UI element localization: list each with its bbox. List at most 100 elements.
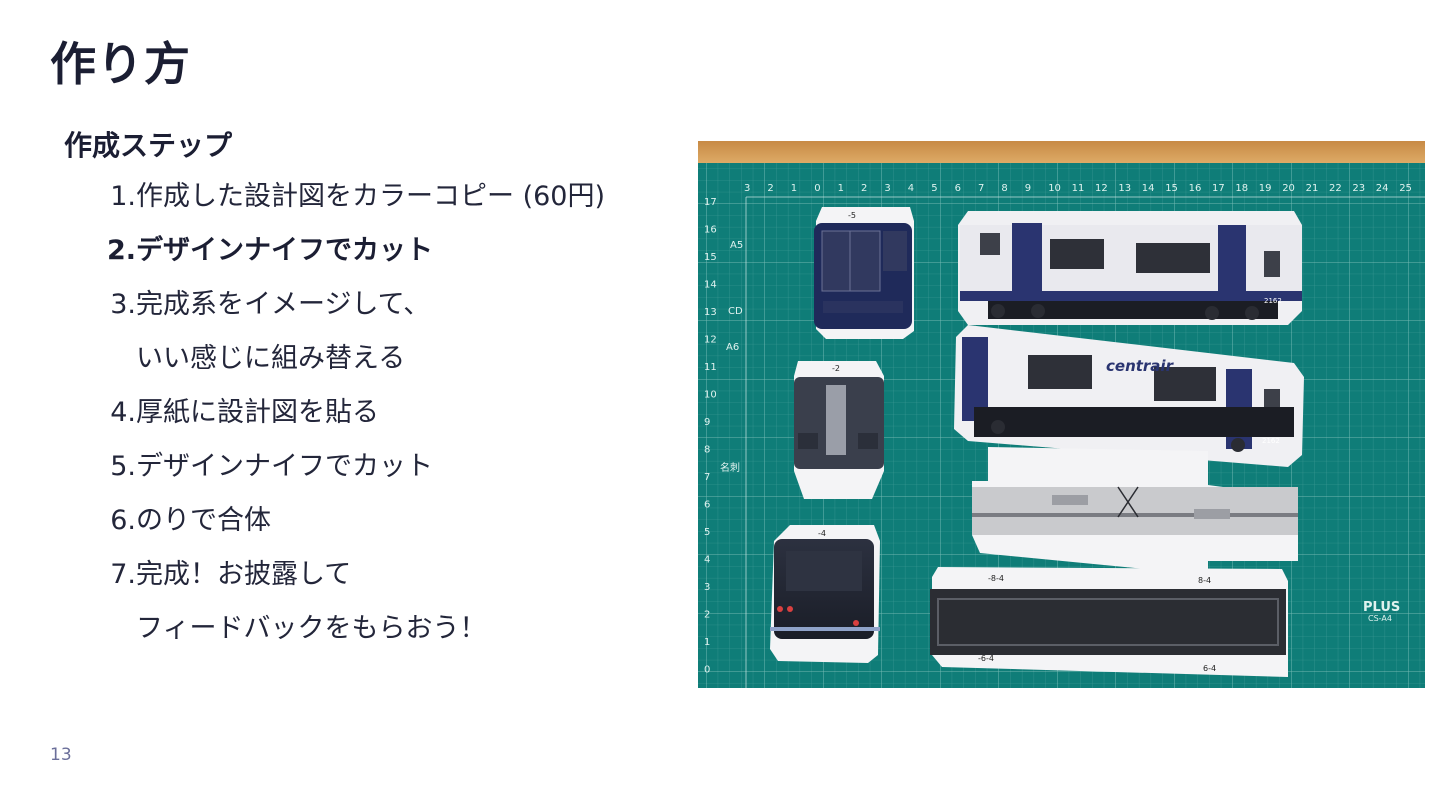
ruler-top-tick: 15 — [1165, 183, 1178, 194]
centrair-logo: centrair — [1106, 357, 1175, 375]
ruler-left-tick: 2 — [704, 610, 710, 621]
step-number: 6. — [110, 505, 136, 536]
ruler-top-tick: 9 — [1025, 183, 1031, 194]
step-item: 7. 完成！お披露して フィードバックをもらおう！ — [64, 548, 674, 656]
ruler-top-tick: 0 — [814, 183, 820, 194]
page-number: 13 — [50, 745, 72, 765]
step-item: 6. のりで合体 — [64, 494, 674, 548]
ruler-left-tick: 15 — [704, 252, 717, 263]
ruler-left-tick: 4 — [704, 555, 710, 566]
ruler-left-tick: 11 — [704, 362, 717, 373]
step-item: 1. 作成した設計図をカラーコピー (60円) — [64, 170, 674, 224]
mat-label-meishi: 名刺 — [720, 461, 740, 474]
ruler-top-tick: 8 — [1001, 183, 1007, 194]
step-list: 1. 作成した設計図をカラーコピー (60円) 2. デザインナイフでカット 3… — [64, 170, 674, 656]
step-item: 4. 厚紙に設計図を貼る — [64, 386, 674, 440]
section-heading: 作成ステップ — [64, 129, 233, 162]
ruler-left-tick: 12 — [704, 335, 717, 346]
step-text-continued: フィードバックをもらおう！ — [136, 613, 487, 644]
ruler-top-tick: 1 — [791, 183, 797, 194]
mat-label-a6: A6 — [726, 342, 739, 353]
wood-table — [698, 141, 1425, 167]
piece-label: -6-4 — [978, 654, 994, 663]
step-number: 4. — [110, 397, 136, 428]
step-item: 5. デザインナイフでカット — [64, 440, 674, 494]
car-number: 2162 — [1262, 437, 1280, 445]
step-number: 3. — [110, 289, 136, 320]
ruler-left-tick: 13 — [704, 307, 717, 318]
ruler-left-tick: 10 — [704, 390, 717, 401]
ruler-top-tick: 14 — [1142, 183, 1155, 194]
train-front-piece-2: -2 — [794, 361, 884, 499]
train-car-side-2: centrair 2162 — [954, 325, 1304, 467]
piece-label: 8-4 — [1198, 576, 1211, 585]
ruler-top-tick: 21 — [1306, 183, 1319, 194]
ruler-top-tick: 3 — [744, 183, 750, 194]
step-number: 5. — [110, 451, 136, 482]
ruler-left-tick: 7 — [704, 472, 710, 483]
ruler-top-tick: 13 — [1118, 183, 1131, 194]
slide-title: 作り方 — [50, 37, 191, 91]
ruler-top-tick: 25 — [1399, 183, 1412, 194]
mat-brand-plus: PLUS — [1363, 600, 1400, 615]
step-number: 2. — [106, 235, 136, 266]
step-text: デザインナイフでカット — [136, 451, 433, 482]
step-text: 厚紙に設計図を貼る — [136, 397, 379, 428]
ruler-left-tick: 6 — [704, 500, 710, 511]
train-front-piece-3: -4 — [770, 525, 880, 663]
train-underfloor-piece: -8-4 8-4 -6-4 6-4 — [930, 567, 1288, 677]
piece-label: -8-4 — [988, 574, 1004, 583]
step-text: 完成！お披露して — [136, 559, 352, 590]
ruler-left-tick: 9 — [704, 417, 710, 428]
ruler-top-tick: 20 — [1282, 183, 1295, 194]
ruler-top-tick: 24 — [1376, 183, 1389, 194]
train-roof-piece — [972, 447, 1298, 575]
ruler-left-tick: 14 — [704, 280, 717, 291]
ruler-top-tick: 16 — [1189, 183, 1202, 194]
step-text: 作成した設計図をカラーコピー (60円) — [136, 181, 606, 212]
ruler-left-tick: 5 — [704, 527, 710, 538]
piece-label: -2 — [832, 364, 840, 373]
step-item: 3. 完成系をイメージして、 いい感じに組み替える — [64, 278, 674, 386]
car-number: 2162 — [1264, 297, 1282, 305]
step-item: 2. デザインナイフでカット — [64, 224, 674, 278]
ruler-top-tick: 11 — [1072, 183, 1085, 194]
ruler-top-tick: 22 — [1329, 183, 1342, 194]
piece-label: -5 — [848, 211, 856, 220]
ruler-left-tick: 0 — [704, 665, 710, 676]
mat-model: CS-A4 — [1368, 614, 1392, 623]
ruler-left-tick: 17 — [704, 197, 717, 208]
ruler-top-tick: 10 — [1048, 183, 1061, 194]
step-number: 1. — [110, 181, 136, 212]
ruler-top-tick: 2 — [861, 183, 867, 194]
train-front-piece-1: -5 — [814, 207, 914, 339]
mat-label-cd: CD — [728, 306, 743, 317]
step-text: デザインナイフでカット — [136, 235, 433, 266]
ruler-top-tick: 4 — [908, 183, 914, 194]
ruler-top-tick: 6 — [955, 183, 961, 194]
step-text: 完成系をイメージして、 — [136, 289, 431, 320]
step-number: 7. — [110, 559, 136, 590]
ruler-left-tick: 8 — [704, 445, 710, 456]
ruler-top-tick: 7 — [978, 183, 984, 194]
ruler-top-tick: 2 — [767, 183, 773, 194]
ruler-left-tick: 16 — [704, 225, 717, 236]
ruler-top-tick: 3 — [884, 183, 890, 194]
mat-label-a5: A5 — [730, 240, 743, 251]
piece-label: 6-4 — [1203, 664, 1216, 673]
ruler-top-tick: 1 — [838, 183, 844, 194]
ruler-left-tick: 1 — [704, 637, 710, 648]
ruler-top-tick: 12 — [1095, 183, 1108, 194]
train-car-side-1: 2162 — [958, 211, 1302, 325]
ruler-top-tick: 5 — [931, 183, 937, 194]
step-text-continued: いい感じに組み替える — [136, 343, 406, 374]
ruler-top-tick: 17 — [1212, 183, 1225, 194]
piece-label: -4 — [818, 529, 826, 538]
ruler-top-tick: 18 — [1235, 183, 1248, 194]
ruler-left-tick: 3 — [704, 582, 710, 593]
ruler-top-tick: 23 — [1352, 183, 1365, 194]
